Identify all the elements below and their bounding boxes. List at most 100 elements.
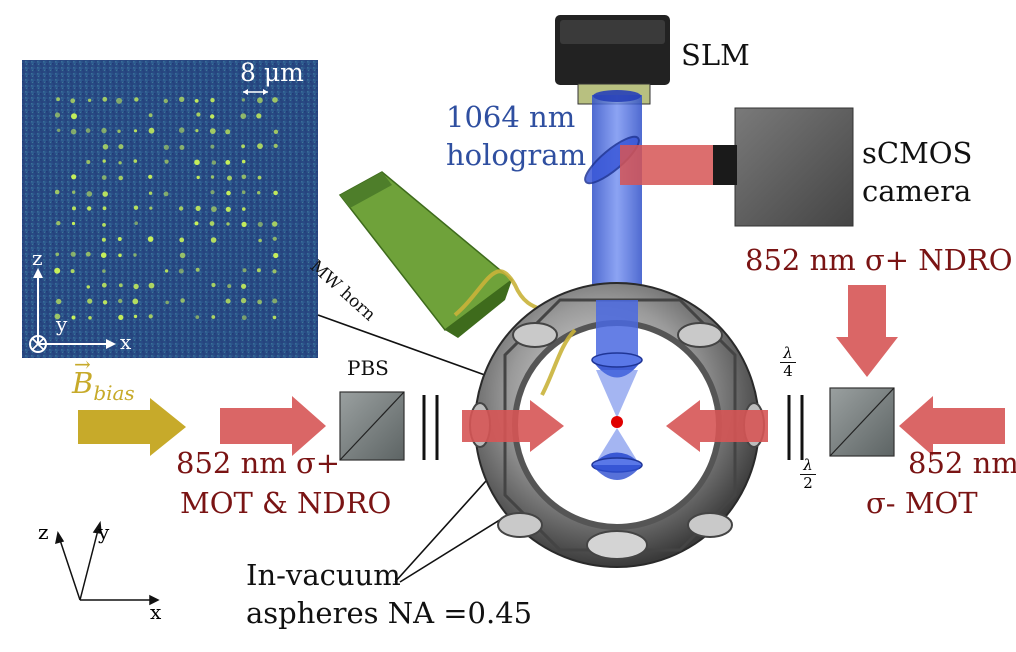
atom-spot <box>163 144 169 150</box>
inset-axis-x-label: x <box>120 330 132 354</box>
atom-spot <box>196 112 201 117</box>
inset-axis-z-label: z <box>32 246 43 270</box>
atom-spot <box>148 174 153 179</box>
atom-spot <box>163 98 168 104</box>
atom-spot <box>56 97 60 102</box>
fluorescence-image-inset <box>22 60 318 358</box>
pbs-label: PBS <box>347 356 389 380</box>
atom-spot <box>210 114 215 119</box>
mot-left-label-line1: 852 nm σ+ <box>176 446 341 480</box>
atom-spot <box>258 238 262 243</box>
mot-right-label-line2: σ- MOT <box>866 486 978 520</box>
camera-label-line2: camera <box>862 174 972 208</box>
atom-spot <box>132 298 139 305</box>
atom-spot <box>226 222 230 226</box>
atom-spot <box>116 97 123 104</box>
atom-spot <box>134 221 138 225</box>
atom-spot <box>148 127 155 134</box>
atom-spot <box>118 175 123 181</box>
ndro-beam-label: 852 nm σ+ NDRO <box>745 243 1013 277</box>
atom-spot <box>226 190 231 196</box>
atom-spot <box>180 298 185 303</box>
atom-spot <box>70 251 76 257</box>
atom-spot <box>102 206 107 211</box>
bias-field-symbol: B <box>72 366 94 400</box>
atom-spot <box>71 221 76 226</box>
atom-spot <box>148 282 155 289</box>
atom-spot <box>56 298 62 305</box>
hologram-label-line1: 1064 nm <box>446 100 576 134</box>
atom-spot <box>87 98 92 103</box>
atom-spot <box>211 160 217 165</box>
atom-spot <box>210 190 215 195</box>
atom-spot <box>102 223 106 227</box>
hologram-label-line2: hologram <box>446 138 587 172</box>
atom-spot <box>272 315 277 320</box>
objective-optics <box>540 300 643 480</box>
atom-spot <box>210 175 215 179</box>
atom-spot <box>54 189 60 195</box>
atom-spot <box>179 96 185 103</box>
inset-axis-y-label: y <box>56 312 68 336</box>
quarter-wave-numerator: λ <box>783 344 793 362</box>
atom-spot <box>211 315 216 319</box>
atom-spot <box>211 282 216 288</box>
atom-spot <box>241 190 246 194</box>
atom-spot <box>273 143 278 148</box>
camera-beam <box>620 145 715 185</box>
left-inner-arrow <box>462 400 564 452</box>
pbs-cube-left <box>339 391 405 461</box>
atom-spot <box>194 99 199 103</box>
atom-spot <box>225 129 231 135</box>
quarter-wave-label: λ 4 <box>780 346 796 379</box>
mot-left-label-line2: MOT & NDRO <box>180 486 392 520</box>
atom-spot <box>241 315 247 321</box>
atom-spot <box>225 160 231 165</box>
atom-spot <box>240 297 247 304</box>
atom-spot <box>272 236 277 241</box>
atom-spot <box>133 283 139 290</box>
slm-label: SLM <box>681 38 750 72</box>
half-wave-denominator: 2 <box>803 474 813 492</box>
atom-spot <box>241 98 246 102</box>
atom-spot <box>194 159 200 166</box>
atom-spot <box>227 284 232 289</box>
atom-spot <box>272 298 278 304</box>
atom-spot <box>149 206 153 210</box>
atom-spot <box>86 160 91 164</box>
atom-spot <box>148 113 153 118</box>
atom-spot <box>54 313 61 320</box>
atom-spot <box>85 251 91 257</box>
left-mot-arrow <box>220 396 326 456</box>
atom-spot <box>101 127 107 134</box>
atom-spot <box>179 145 185 150</box>
mot-right-label-line1: 852 nm <box>908 446 1016 480</box>
atom-spot <box>178 206 184 211</box>
bias-field-subscript: bias <box>93 380 135 405</box>
atom-spot <box>209 128 216 135</box>
atom-spot <box>272 97 278 103</box>
waveplates <box>422 395 804 460</box>
atom-spot <box>196 175 200 180</box>
atom-spot <box>118 314 124 320</box>
lab-axis-x-label: x <box>150 600 162 624</box>
atom-spot <box>210 237 217 243</box>
atom-spot <box>118 161 122 165</box>
atom-spot <box>118 253 122 258</box>
atom-spot <box>195 267 200 272</box>
mot-beams <box>220 285 1005 456</box>
atom-spot <box>164 269 169 273</box>
atom-spot <box>54 267 61 274</box>
atom-spot <box>101 237 106 242</box>
right-inner-arrow <box>666 400 768 452</box>
atom-spot <box>102 159 106 163</box>
atom-spot <box>257 143 263 150</box>
atom-spot <box>242 207 246 211</box>
atom-spot <box>257 175 262 180</box>
atom-spot <box>194 221 199 226</box>
atom-spot <box>71 315 76 320</box>
atom-spot <box>241 159 246 164</box>
lab-axis-y-label: y <box>98 520 110 544</box>
atom-spot <box>195 129 199 133</box>
atom-spot <box>86 191 93 197</box>
